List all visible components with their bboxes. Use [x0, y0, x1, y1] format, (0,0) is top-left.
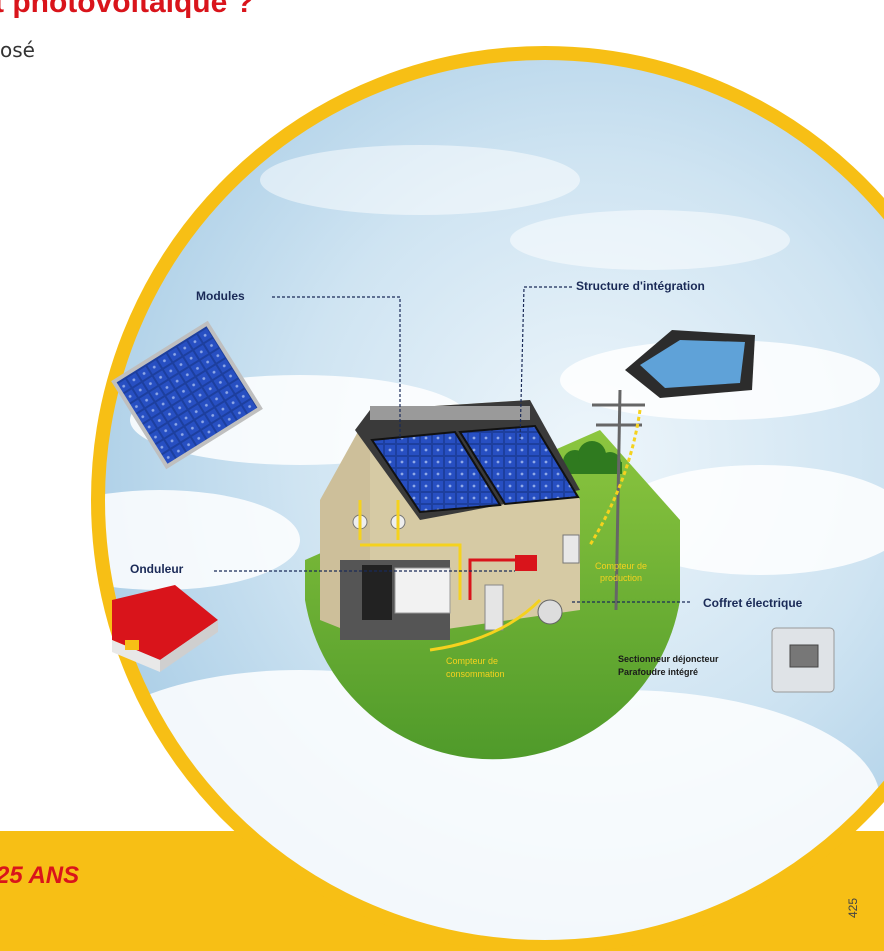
- label-sectionneur: Sectionneur déjoncteur: [618, 654, 719, 664]
- intro-text: osé: [0, 38, 35, 62]
- house: [320, 400, 580, 652]
- page-heading: t photovoltaïque ?: [0, 0, 254, 19]
- label-parafoudre: Parafoudre intégré: [618, 667, 698, 677]
- coffret-image: [771, 627, 835, 693]
- label-structure: Structure d'intégration: [576, 279, 705, 293]
- trees: [560, 441, 622, 474]
- leader-modules: [272, 296, 401, 440]
- leader-structure: [519, 286, 572, 441]
- roof-panel-right: [458, 424, 580, 506]
- module-panel-image: [111, 320, 263, 470]
- reference-number: 425: [846, 897, 860, 918]
- structure-panel-image: [625, 330, 755, 398]
- roof-panel-left: [370, 430, 502, 514]
- band-text: 25 ANS: [0, 862, 80, 889]
- label-coffret: Coffret électrique: [703, 596, 803, 610]
- label-modules: Modules: [196, 289, 245, 303]
- label-compteur-consommation-2: consommation: [446, 669, 505, 679]
- utility-pole: [588, 389, 645, 611]
- label-compteur-production-1: Compteur de: [595, 561, 647, 571]
- label-compteur-production-2: production: [600, 573, 642, 583]
- label-onduleur: Onduleur: [130, 562, 184, 576]
- inverter-image: [112, 585, 218, 672]
- label-compteur-consommation-1: Compteur de: [446, 656, 498, 666]
